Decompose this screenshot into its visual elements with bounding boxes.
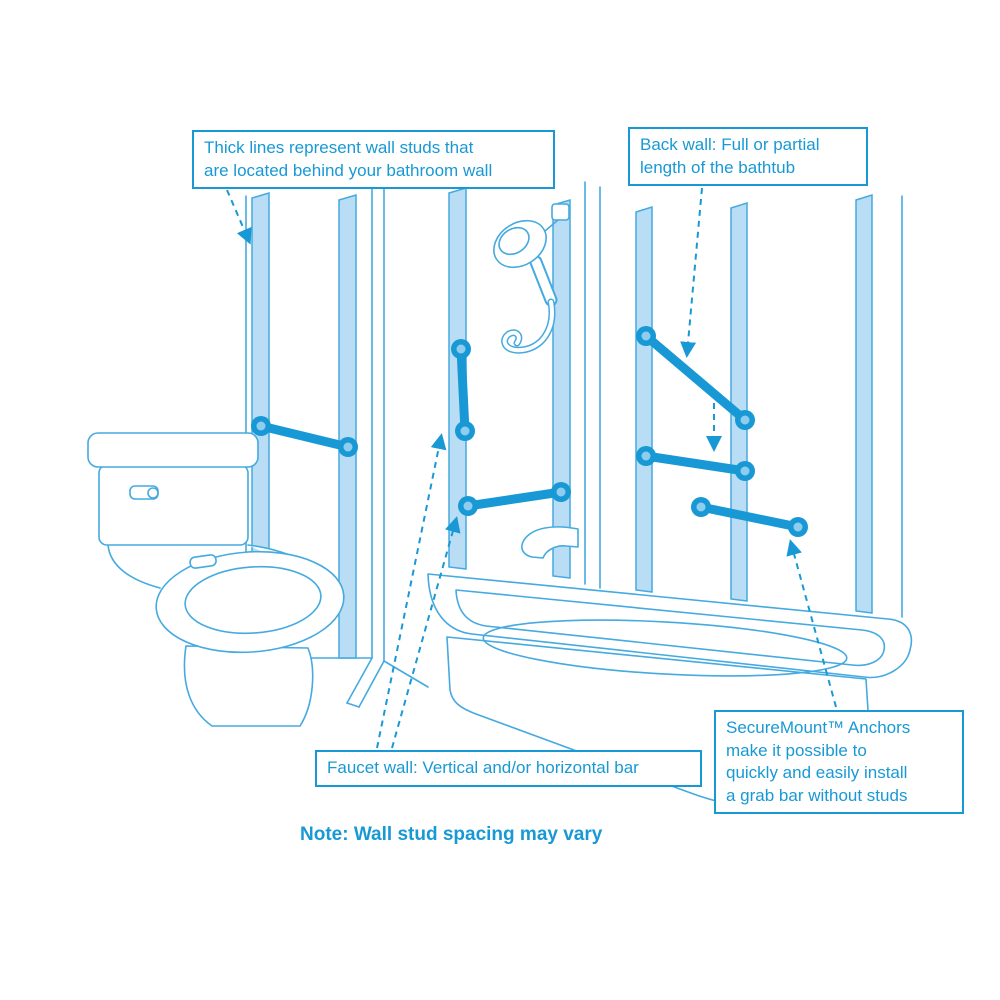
callout-securemount: SecureMount™ Anchors make it possible to… [714,710,964,815]
callout-faucet-wall: Faucet wall: Vertical and/or horizontal … [315,750,702,787]
wall-stud [448,186,467,570]
callout-wall-studs: Thick lines represent wall studs that ar… [192,130,555,190]
wall-stud [855,193,873,614]
grab-bar-faucet-horizontal [458,482,571,516]
wall-stud [635,205,653,593]
faucet-spout [521,526,579,559]
grab-bar-back-diagonal [636,326,755,430]
dashed-arrow-back-wall [680,187,703,358]
toilet [87,432,345,727]
dashed-arrow-studs [226,189,252,245]
grab-bar-back-horizontal [636,446,755,481]
dashed-arrow-faucet-vertical [376,433,447,749]
grab-bar-faucet-vertical [451,339,475,441]
grab-bar-left-wall [251,416,358,457]
wall-stud [730,201,748,602]
shower-head [493,203,570,354]
grab-bars [251,326,808,537]
callout-back-wall: Back wall: Full or partial length of the… [628,127,868,187]
wall-stud [552,198,571,579]
grab-bar-back-lower [691,497,808,537]
dashed-arrow-faucet-horizontal [391,516,461,749]
leader-arrows [226,187,837,749]
wall-stud [338,193,357,659]
note-text: Note: Wall stud spacing may vary [300,824,603,845]
